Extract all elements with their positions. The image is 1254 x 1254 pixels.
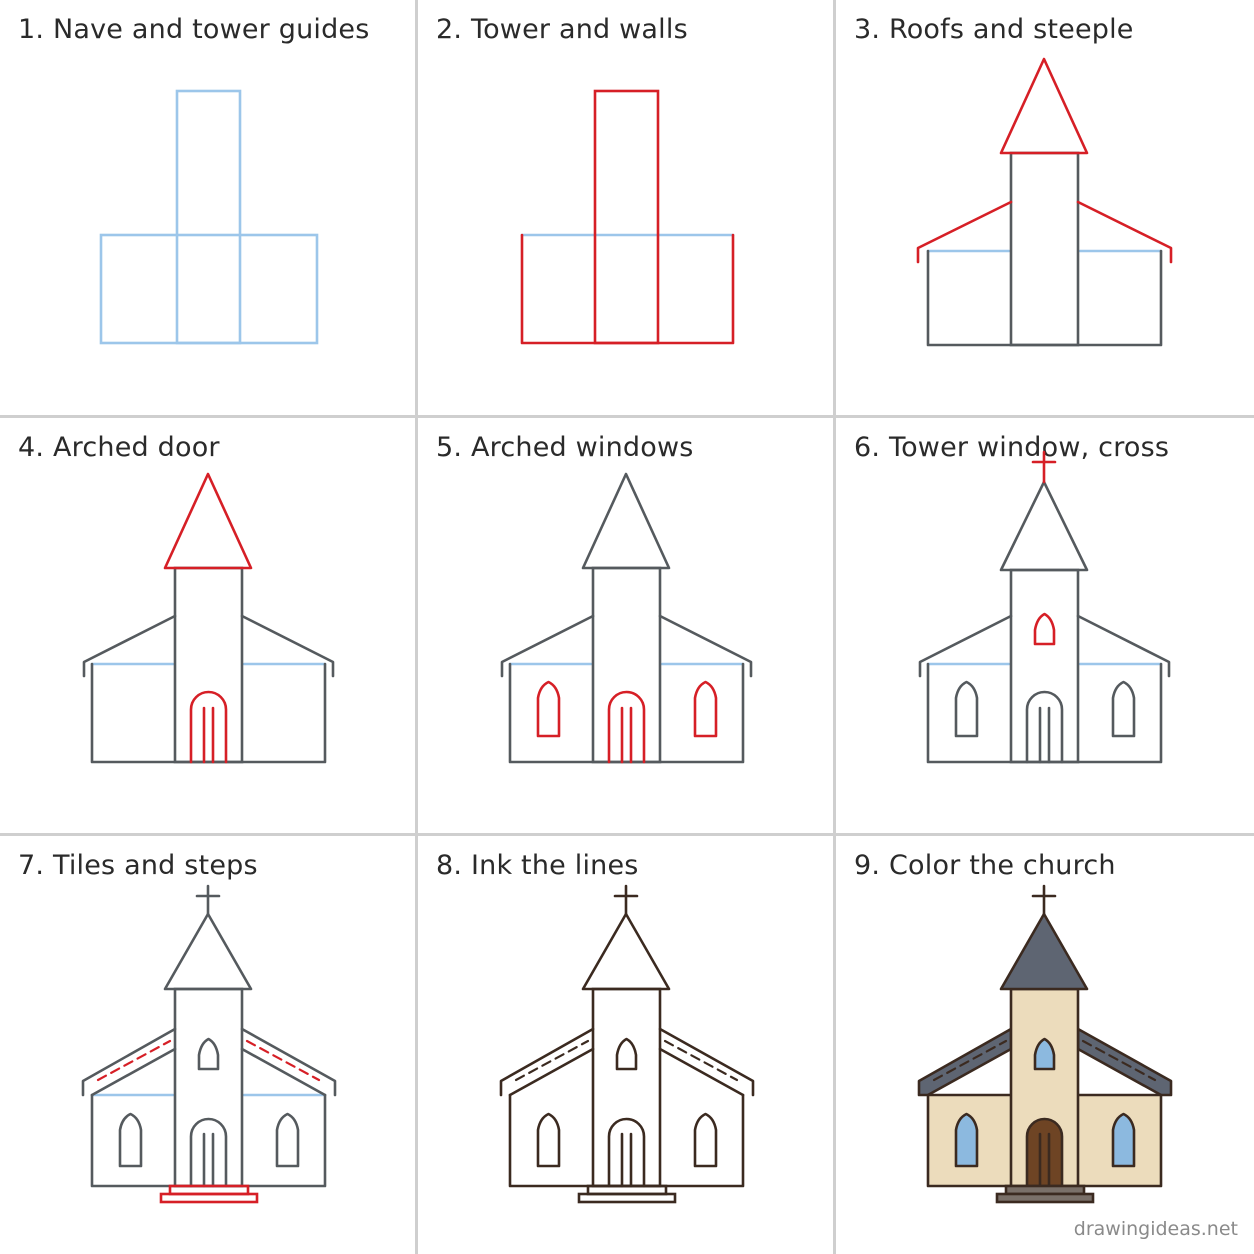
step-panel-1: 1. Nave and tower guides xyxy=(0,0,418,418)
left-roof xyxy=(82,614,177,678)
left-roof xyxy=(499,1027,595,1097)
steeple xyxy=(999,57,1089,155)
tower-window xyxy=(1033,612,1056,646)
tower xyxy=(1009,151,1080,347)
step-title: 5. Arched windows xyxy=(436,432,694,463)
right-roof xyxy=(1076,1027,1173,1097)
right-window xyxy=(1111,1112,1136,1168)
tower-guide xyxy=(175,89,242,345)
step-panel-8: 8. Ink the lines xyxy=(418,836,836,1254)
right-roof-underside xyxy=(658,1047,745,1097)
step-title: 2. Tower and walls xyxy=(436,14,688,45)
step-title: 9. Color the church xyxy=(854,850,1116,881)
step-drawing xyxy=(916,57,1173,347)
right-window xyxy=(1111,680,1136,738)
arched-door xyxy=(607,1117,646,1188)
left-roof xyxy=(81,1027,177,1097)
left-roof-underside xyxy=(508,1047,595,1097)
step-title: 3. Roofs and steeple xyxy=(854,14,1134,45)
step-panel-3: 3. Roofs and steeple xyxy=(836,0,1254,418)
tower xyxy=(173,987,244,1188)
step-panel-7: 7. Tiles and steps xyxy=(0,836,418,1254)
left-roof-tiles xyxy=(932,1039,1008,1082)
right-roof xyxy=(1076,200,1173,264)
step-panel-9: 9. Color the church xyxy=(836,836,1254,1254)
step-panel-2: 2. Tower and walls xyxy=(418,0,836,418)
step-title: 7. Tiles and steps xyxy=(18,850,258,881)
step-drawing xyxy=(500,472,753,764)
arched-door xyxy=(189,690,228,764)
left-roof xyxy=(916,200,1013,264)
step-title: 4. Arched door xyxy=(18,432,220,463)
left-roof xyxy=(500,614,595,678)
steeple xyxy=(581,912,671,991)
left-window xyxy=(954,1112,979,1168)
right-window xyxy=(275,1112,300,1168)
lower-step xyxy=(159,1192,259,1204)
nave-guide xyxy=(99,233,319,345)
watermark: drawingideas.net xyxy=(1073,1218,1238,1240)
step-drawing xyxy=(520,89,735,345)
tower-window xyxy=(615,1037,638,1071)
arched-door xyxy=(189,1117,228,1188)
steeple xyxy=(163,912,253,991)
right-roof xyxy=(1076,614,1171,678)
steeple xyxy=(999,480,1089,572)
steeple xyxy=(163,472,253,570)
left-window xyxy=(536,1112,561,1168)
steeple xyxy=(999,912,1089,991)
right-roof xyxy=(240,1027,337,1097)
left-roof xyxy=(918,614,1013,678)
tower xyxy=(173,566,244,764)
step-title: 8. Ink the lines xyxy=(436,850,639,881)
right-roof-tiles xyxy=(663,1039,739,1082)
step-drawing xyxy=(917,884,1173,1204)
step-panel-6: 6. Tower window, cross xyxy=(836,418,1254,836)
left-roof-tiles xyxy=(514,1039,590,1082)
right-roof-tiles xyxy=(245,1039,321,1082)
left-window xyxy=(536,680,561,738)
nave-wall-outline xyxy=(520,233,735,345)
right-roof xyxy=(658,1027,755,1097)
arched-door xyxy=(607,690,646,764)
arched-door xyxy=(1025,1117,1064,1188)
nave-wall xyxy=(926,662,1163,764)
steeple xyxy=(581,472,671,570)
right-window xyxy=(693,680,718,738)
step-panel-4: 4. Arched door xyxy=(0,418,418,836)
left-window xyxy=(954,680,979,738)
step-drawing xyxy=(82,472,335,764)
step-drawing xyxy=(81,884,337,1204)
step-panel-5: 5. Arched windows xyxy=(418,418,836,836)
step-drawing xyxy=(918,450,1171,764)
tower-window xyxy=(1033,1037,1056,1071)
nave-wall xyxy=(926,249,1163,347)
left-roof-tiles xyxy=(96,1039,172,1082)
right-roof-underside xyxy=(240,1047,327,1097)
step-title: 1. Nave and tower guides xyxy=(18,14,370,45)
arched-door xyxy=(1025,690,1064,764)
tower xyxy=(591,566,662,764)
nave-wall xyxy=(508,662,745,764)
tower xyxy=(1009,568,1080,764)
tower-outline xyxy=(593,89,660,345)
step-title: 6. Tower window, cross xyxy=(854,432,1170,463)
right-window xyxy=(693,1112,718,1168)
left-window xyxy=(118,1112,143,1168)
right-roof xyxy=(240,614,335,678)
lower-step xyxy=(995,1192,1095,1204)
tower-window xyxy=(197,1037,220,1071)
nave-wall xyxy=(508,1093,745,1188)
right-roof xyxy=(658,614,753,678)
nave-wall xyxy=(90,1093,327,1188)
left-roof-underside xyxy=(90,1047,177,1097)
right-roof-tiles xyxy=(1081,1039,1157,1082)
step-drawing xyxy=(499,884,755,1204)
nave-wall xyxy=(90,662,327,764)
step-drawing xyxy=(99,89,319,345)
lower-step xyxy=(577,1192,677,1204)
tower xyxy=(591,987,662,1188)
